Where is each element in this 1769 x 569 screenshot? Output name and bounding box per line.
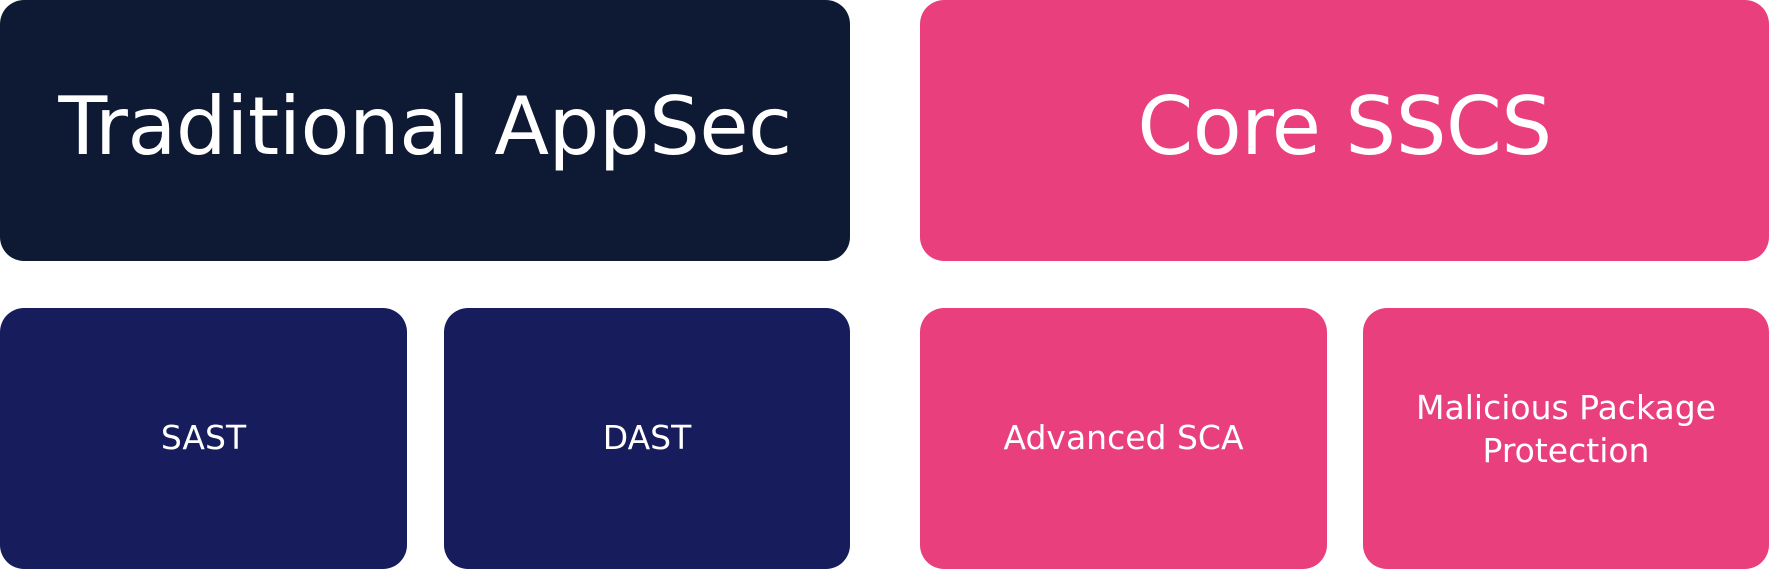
sast-box: SAST (0, 308, 407, 569)
core-sscs-header-box: Core SSCS (920, 0, 1769, 261)
dast-label: DAST (602, 418, 692, 458)
dast-box: DAST (444, 308, 850, 569)
traditional-appsec-title: Traditional AppSec (58, 79, 792, 173)
advanced-sca-box: Advanced SCA (920, 308, 1327, 569)
sast-label: SAST (160, 418, 247, 458)
core-sscs-title: Core SSCS (1137, 79, 1552, 173)
malicious-package-protection-label: Malicious Package Protection (1416, 387, 1716, 470)
traditional-appsec-header-box: Traditional AppSec (0, 0, 850, 261)
malicious-package-protection-box: Malicious Package Protection (1363, 308, 1769, 569)
advanced-sca-label: Advanced SCA (1003, 418, 1244, 458)
